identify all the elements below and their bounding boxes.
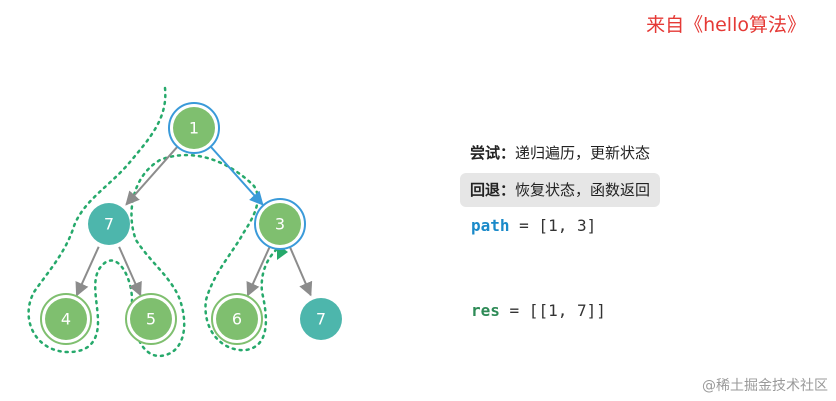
tree-node-n7b: 7 (300, 298, 342, 340)
tree-node-n3: 3 (254, 198, 306, 250)
code-res-var: res (471, 301, 500, 320)
node-circle (130, 298, 172, 340)
code-path-value: = [1, 3] (509, 216, 597, 235)
traversal-dotted-path (27, 86, 278, 358)
code-res: res = [[1, 7]] (471, 301, 606, 320)
legend-back-title: 回退： (470, 181, 516, 199)
tree-node-n5: 5 (125, 293, 177, 345)
node-circle (88, 203, 130, 245)
code-res-value: = [[1, 7]] (499, 301, 606, 320)
tree-node-n1: 1 (168, 102, 220, 154)
node-circle (45, 298, 87, 340)
edge-n7a-n5 (118, 246, 142, 297)
node-label: 1 (189, 119, 199, 138)
node-label: 3 (275, 215, 285, 234)
node-label: 6 (232, 310, 242, 329)
edge-n1-n7a (125, 146, 179, 206)
node-label: 7 (104, 215, 114, 234)
node-label: 7 (316, 310, 326, 329)
node-circle (300, 298, 342, 340)
legend-try-title: 尝试： (470, 144, 516, 162)
node-circle (216, 298, 258, 340)
legend-backtrack: 回退：恢复状态，函数返回 (460, 173, 661, 207)
code-path-var: path (471, 216, 510, 235)
tree-node-n6: 6 (211, 293, 263, 345)
legend-try: 尝试：递归遍历，更新状态 (470, 142, 650, 163)
node-circle (173, 107, 215, 149)
edge-n7a-n4 (75, 246, 100, 297)
edge-n3-n7b (288, 246, 313, 297)
legend-try-text: 递归遍历，更新状态 (515, 144, 651, 162)
node-label: 5 (146, 310, 156, 329)
code-path: path = [1, 3] (471, 216, 596, 235)
legend-back-text: 恢复状态，函数返回 (515, 181, 651, 199)
edge-n1-n3 (209, 145, 264, 206)
watermark: @稀土掘金技术社区 (702, 378, 828, 394)
edge-n3-n6 (246, 246, 271, 297)
tree-node-n7a: 7 (88, 203, 130, 245)
source-label: 来自《hello算法》 (646, 14, 806, 36)
node-circle (259, 203, 301, 245)
node-label: 4 (61, 310, 71, 329)
tree-node-n4: 4 (40, 293, 92, 345)
